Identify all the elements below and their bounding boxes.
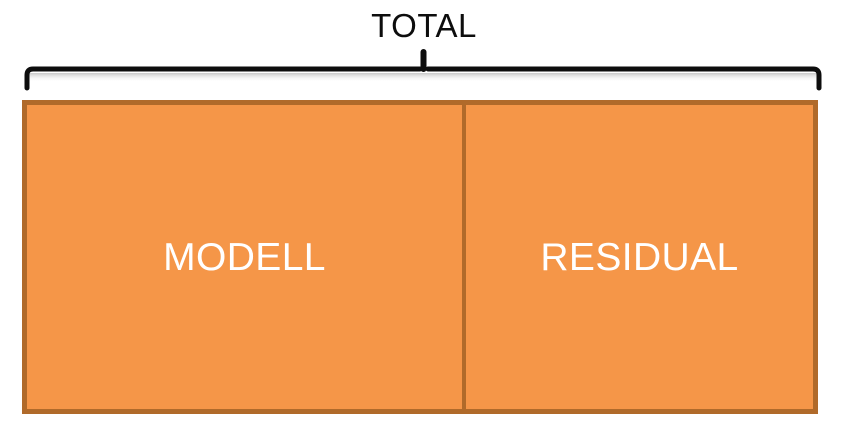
total-brace	[0, 44, 848, 96]
variance-bar: MODELL RESIDUAL	[22, 100, 818, 414]
bar-segment-residual-label: RESIDUAL	[540, 236, 739, 279]
bar-segment-residual[interactable]: RESIDUAL	[466, 105, 813, 409]
bar-segment-modell[interactable]: MODELL	[27, 105, 466, 409]
bar-segment-modell-label: MODELL	[163, 236, 326, 279]
curly-brace-up-icon	[24, 49, 822, 91]
total-label: TOTAL	[371, 7, 477, 44]
